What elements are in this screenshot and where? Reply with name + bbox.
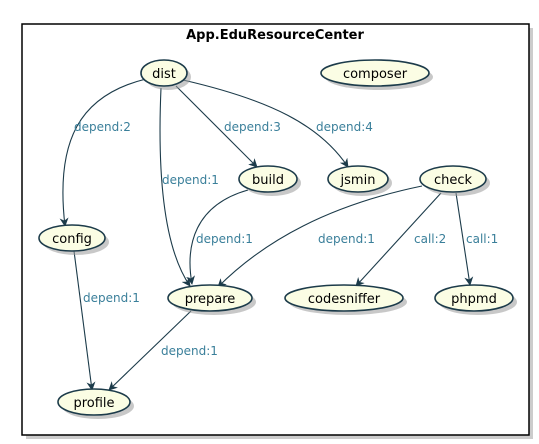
- node-codesniffer[interactable]: codesniffer: [284, 284, 407, 315]
- edge-check-phpmd: [455, 192, 474, 286]
- edge-label-dist-build: depend:3: [224, 120, 281, 134]
- node-dist[interactable]: dist: [140, 59, 191, 90]
- edge-dist-prepare: [159, 87, 191, 287]
- node-label-phpmd: phpmd: [451, 292, 497, 307]
- node-jsmin[interactable]: jsmin: [327, 165, 392, 196]
- node-label-check: check: [434, 173, 473, 188]
- package-frame: [21, 23, 530, 436]
- node-prepare[interactable]: prepare: [167, 284, 256, 315]
- node-label-prepare: prepare: [185, 292, 236, 307]
- node-label-profile: profile: [73, 396, 114, 411]
- edge-label-check-codesniffer: call:2: [414, 232, 446, 246]
- edge-label-dist-prepare: depend:1: [162, 173, 219, 187]
- package-title: App.EduResourceCenter: [186, 28, 364, 43]
- node-config[interactable]: config: [38, 224, 109, 255]
- edge-config-profile: [73, 250, 96, 391]
- node-label-composer: composer: [343, 67, 408, 82]
- edge-dist-build: [175, 85, 258, 168]
- edge-label-build-prepare: depend:1: [196, 232, 253, 246]
- node-build[interactable]: build: [238, 165, 301, 196]
- edge-label-dist-config: depend:2: [74, 120, 131, 134]
- nodes-layer: dist composer build jsmin check config: [38, 59, 517, 419]
- node-profile[interactable]: profile: [57, 388, 134, 419]
- edge-label-dist-jsmin: depend:4: [316, 120, 373, 134]
- edge-label-check-phpmd: call:1: [466, 232, 498, 246]
- edge-build-prepare: [186, 189, 249, 285]
- edge-prepare-profile: [108, 310, 192, 391]
- node-label-jsmin: jsmin: [340, 173, 376, 188]
- edge-dist-config: [59, 78, 147, 227]
- node-phpmd[interactable]: phpmd: [434, 284, 517, 315]
- edge-label-check-prepare: depend:1: [318, 232, 375, 246]
- node-check[interactable]: check: [419, 165, 490, 196]
- node-label-build: build: [252, 173, 284, 188]
- edge-check-codesniffer: [355, 192, 442, 287]
- edge-dist-jsmin: [182, 79, 349, 168]
- node-label-codesniffer: codesniffer: [308, 292, 381, 307]
- edges-layer: depend:2 depend:3 depend:4 depend:1 depe…: [59, 78, 498, 391]
- edge-label-config-profile: depend:1: [83, 291, 140, 305]
- edge-check-prepare: [217, 185, 423, 288]
- node-composer[interactable]: composer: [320, 59, 433, 90]
- node-label-dist: dist: [152, 67, 176, 82]
- edge-label-prepare-profile: depend:1: [161, 344, 218, 358]
- node-label-config: config: [52, 232, 92, 247]
